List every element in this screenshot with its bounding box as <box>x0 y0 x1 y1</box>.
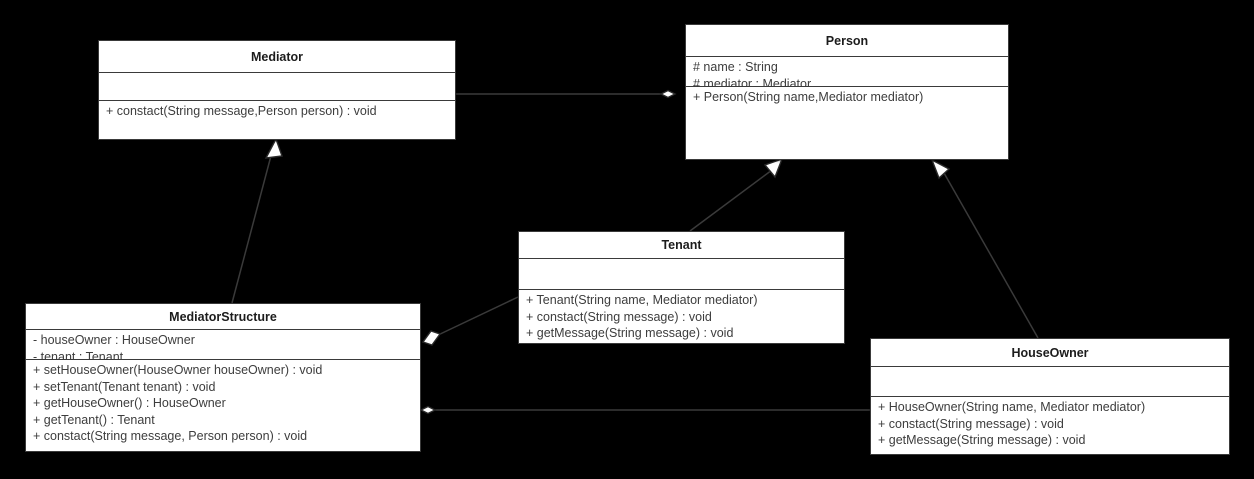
hollow-diamond-marker <box>419 405 437 415</box>
class-name-mediatorstructure: MediatorStructure <box>26 304 420 330</box>
method-item: + constact(String message) : void <box>526 309 712 324</box>
method-item: + setHouseOwner(HouseOwner houseOwner) :… <box>33 363 323 377</box>
hollow-triangle-marker <box>763 157 784 179</box>
hollow-diamond-marker <box>659 89 677 99</box>
methods-compartment-mediator: + constact(String message,Person person)… <box>99 101 455 120</box>
method-item: + Tenant(String name, Mediator mediator) <box>526 293 758 307</box>
method-item: + getMessage(String message) : void <box>878 433 1086 447</box>
relationship-mediator-person <box>456 89 677 99</box>
attributes-compartment-mediatorstructure: - houseOwner : HouseOwner - tenant : Ten… <box>26 330 420 360</box>
class-box-mediatorstructure[interactable]: MediatorStructure - houseOwner : HouseOw… <box>25 303 421 452</box>
method-item: + HouseOwner(String name, Mediator media… <box>878 400 1146 414</box>
hollow-diamond-marker <box>421 330 442 346</box>
attribute-item: # name : String <box>693 60 778 74</box>
class-box-houseowner[interactable]: HouseOwner + HouseOwner(String name, Med… <box>870 338 1230 455</box>
hollow-triangle-marker <box>930 158 951 180</box>
method-item: + getTenant() : Tenant <box>33 412 155 427</box>
method-item: + constact(String message, Person person… <box>33 429 308 443</box>
method-item: + getMessage(String message) : void <box>526 326 734 340</box>
relationship-mediatorstructure-tenant <box>421 296 519 346</box>
attributes-compartment-person: # name : String # mediator : Mediator <box>686 57 1008 87</box>
attributes-compartment-houseowner <box>871 367 1229 397</box>
attributes-compartment-tenant <box>519 259 844 290</box>
attribute-item: # mediator : Mediator <box>693 76 812 87</box>
method-item: + constact(String message,Person person)… <box>106 104 377 118</box>
methods-compartment-person: + Person(String name,Mediator mediator) <box>686 87 1008 106</box>
attribute-item: - houseOwner : HouseOwner <box>33 333 195 347</box>
relationship-tenant-person <box>689 157 784 232</box>
attribute-item: - tenant : Tenant <box>33 349 124 360</box>
relationship-houseowner-person <box>930 158 1039 339</box>
class-name-person: Person <box>686 25 1008 57</box>
methods-compartment-mediatorstructure: + setHouseOwner(HouseOwner houseOwner) :… <box>26 360 420 445</box>
method-item: + constact(String message) : void <box>878 416 1064 431</box>
method-item: + Person(String name,Mediator mediator) <box>693 90 924 104</box>
class-box-person[interactable]: Person # name : String # mediator : Medi… <box>685 24 1009 160</box>
class-name-mediator: Mediator <box>99 41 455 73</box>
class-box-mediator[interactable]: Mediator + constact(String message,Perso… <box>98 40 456 140</box>
class-name-tenant: Tenant <box>519 232 844 259</box>
class-box-tenant[interactable]: Tenant + Tenant(String name, Mediator me… <box>518 231 845 344</box>
attributes-compartment-mediator <box>99 73 455 101</box>
relationship-mediatorstructure-mediator <box>231 137 283 304</box>
method-item: + getHouseOwner() : HouseOwner <box>33 396 226 410</box>
methods-compartment-houseowner: + HouseOwner(String name, Mediator media… <box>871 397 1229 449</box>
hollow-triangle-marker <box>264 137 283 159</box>
relationship-mediatorstructure-houseowner <box>419 405 870 415</box>
methods-compartment-tenant: + Tenant(String name, Mediator mediator)… <box>519 290 844 342</box>
method-item: + setTenant(Tenant tenant) : void <box>33 379 216 394</box>
class-name-houseowner: HouseOwner <box>871 339 1229 367</box>
